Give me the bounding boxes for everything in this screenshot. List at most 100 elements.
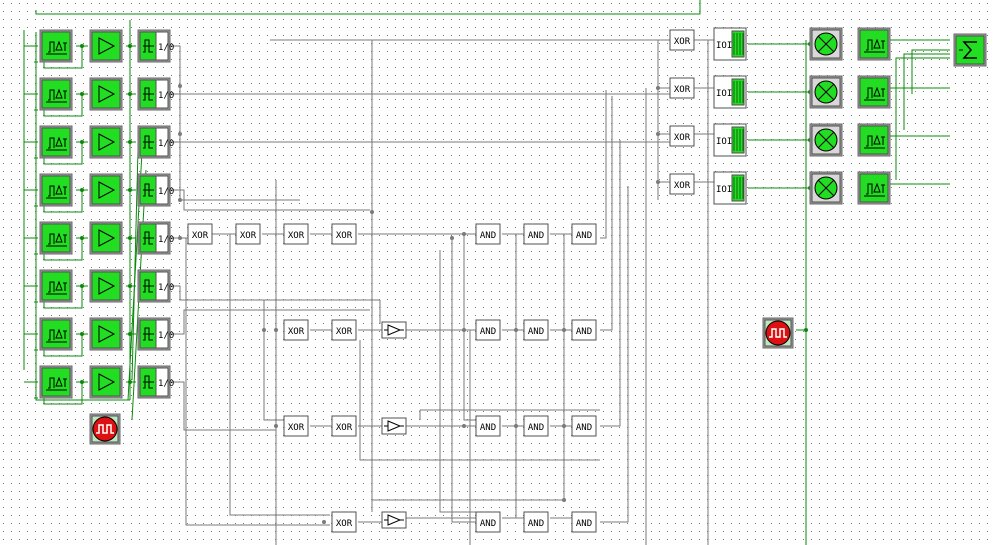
gray-wires (170, 39, 714, 545)
digital-display-icon (731, 174, 745, 202)
digital-display[interactable]: IOIO (713, 123, 747, 157)
and-gate[interactable]: AND (523, 511, 549, 533)
indicator-lamp[interactable] (809, 123, 843, 157)
buffer[interactable] (381, 511, 407, 529)
xor-gate[interactable]: XOR (669, 173, 695, 195)
amplifier-block[interactable] (89, 365, 123, 399)
source-block[interactable] (39, 173, 73, 207)
xor-gate[interactable]: XOR (283, 415, 309, 437)
x-circle-indicator-icon (814, 80, 838, 104)
and-gate-label: AND (480, 423, 496, 433)
pulse-generator[interactable] (762, 317, 794, 349)
and-gate[interactable]: AND (475, 223, 501, 245)
buffer[interactable] (381, 417, 407, 435)
sample-hold-block[interactable]: 1/0 (137, 365, 174, 399)
sample-hold-block[interactable]: 1/0 (137, 269, 174, 303)
summator[interactable] (953, 33, 987, 67)
amplifier-block[interactable] (89, 173, 123, 207)
source-block[interactable] (39, 125, 73, 159)
source-block[interactable] (39, 317, 73, 351)
digital-display-label: IOIO (716, 41, 738, 51)
amplifier-block[interactable] (89, 125, 123, 159)
and-gate-label: AND (480, 519, 496, 529)
xor-gate[interactable]: XOR (669, 125, 695, 147)
xor-gate[interactable]: XOR (669, 29, 695, 51)
buffer-triangle-icon (384, 420, 404, 432)
and-gate[interactable]: AND (475, 319, 501, 341)
and-gate-label: AND (528, 423, 544, 433)
amplifier-block[interactable] (89, 77, 123, 111)
and-gate[interactable]: AND (571, 415, 597, 437)
digital-display[interactable]: IOIO (713, 171, 747, 205)
source-block[interactable] (39, 269, 73, 303)
output-source-block[interactable] (857, 123, 891, 157)
triangle-amplifier-icon (98, 373, 116, 391)
step-source-icon (864, 86, 885, 101)
xor-gate-label: XOR (192, 231, 209, 241)
source-block[interactable] (39, 221, 73, 255)
step-source-icon (46, 88, 67, 103)
x-circle-indicator-icon (814, 176, 838, 200)
and-gate[interactable]: AND (571, 319, 597, 341)
xor-gate-label: XOR (674, 181, 691, 191)
step-source-icon (864, 182, 885, 197)
xor-gate-label: XOR (288, 231, 305, 241)
xor-gate-label: XOR (336, 423, 353, 433)
output-source-block[interactable] (857, 27, 891, 61)
indicator-lamp[interactable] (809, 27, 843, 61)
indicator-lamp[interactable] (809, 75, 843, 109)
xor-gate[interactable]: XOR (283, 319, 309, 341)
and-gate-label: AND (480, 231, 496, 241)
source-block[interactable] (39, 365, 73, 399)
and-gate[interactable]: AND (523, 415, 549, 437)
digital-display[interactable]: IOIO (713, 75, 747, 109)
sample-hold-block[interactable]: 1/0 (137, 29, 174, 63)
digital-display-label: IOIO (716, 185, 738, 195)
buffer-triangle-icon (384, 324, 404, 336)
source-block[interactable] (39, 77, 73, 111)
xor-gate[interactable]: XOR (235, 223, 261, 245)
step-source-icon (46, 280, 67, 295)
output-source-block[interactable] (857, 171, 891, 205)
source-block[interactable] (39, 29, 73, 63)
xor-gate[interactable]: XOR (331, 415, 357, 437)
and-gate-label: AND (576, 327, 592, 337)
xor-gate[interactable]: XOR (331, 223, 357, 245)
step-source-icon (46, 328, 67, 343)
sample-hold-label: 1/0 (158, 331, 174, 341)
output-source-block[interactable] (857, 75, 891, 109)
sample-hold-block[interactable]: 1/0 (137, 77, 174, 111)
amplifier-block[interactable] (89, 317, 123, 351)
sample-hold-label: 1/0 (158, 187, 174, 197)
and-gate[interactable]: AND (475, 415, 501, 437)
sample-hold-block[interactable]: 1/0 (137, 221, 174, 255)
and-gate[interactable]: AND (523, 319, 549, 341)
and-gate-label: AND (528, 519, 544, 529)
amplifier-block[interactable] (89, 269, 123, 303)
amplifier-block[interactable] (89, 29, 123, 63)
green-wires (23, 0, 950, 545)
xor-gate-label: XOR (674, 85, 691, 95)
and-gate[interactable]: AND (571, 223, 597, 245)
sample-hold-block[interactable]: 1/0 (137, 173, 174, 207)
xor-gate[interactable]: XOR (669, 77, 695, 99)
sample-hold-label: 1/0 (158, 235, 174, 245)
sample-hold-block[interactable]: 1/0 (137, 125, 174, 159)
amplifier-block[interactable] (89, 221, 123, 255)
indicator-lamp[interactable] (809, 171, 843, 205)
and-gate[interactable]: AND (523, 223, 549, 245)
and-gate[interactable]: AND (475, 511, 501, 533)
triangle-amplifier-icon (98, 37, 116, 55)
digital-display[interactable]: IOIO (713, 27, 747, 61)
xor-gate[interactable]: XOR (187, 223, 213, 245)
xor-gate[interactable]: XOR (331, 319, 357, 341)
buffer[interactable] (381, 321, 407, 339)
square-pulse-generator-icon (765, 320, 791, 346)
xor-gate[interactable]: XOR (283, 223, 309, 245)
pulse-generator[interactable] (89, 413, 121, 445)
xor-gate[interactable]: XOR (331, 511, 357, 533)
sample-hold-block[interactable]: 1/0 (137, 317, 174, 351)
and-gate[interactable]: AND (571, 511, 597, 533)
